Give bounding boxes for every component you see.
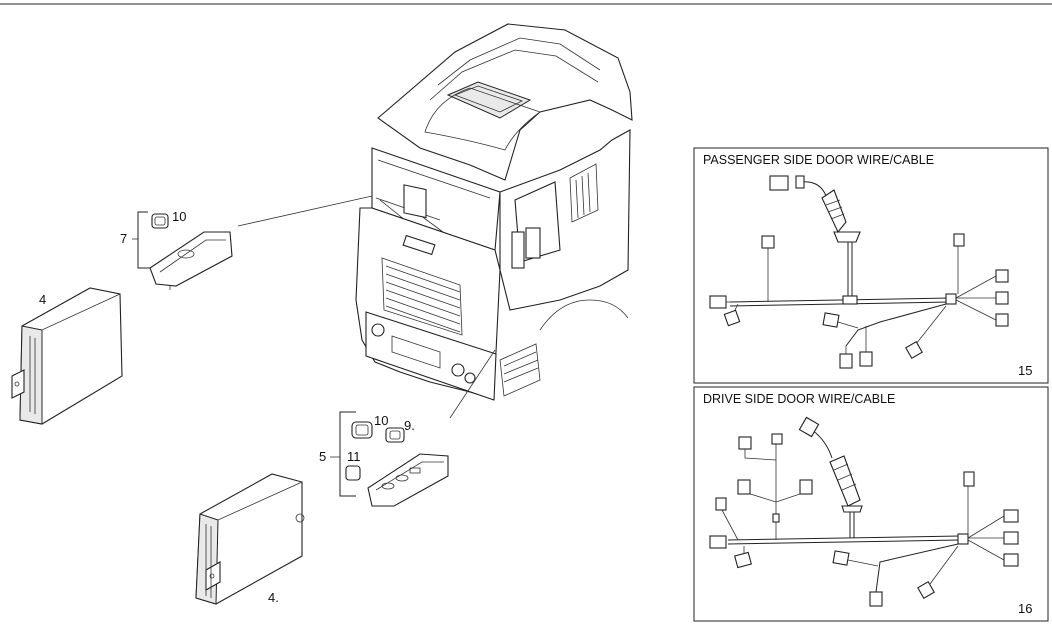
callout-4-upper: 4	[39, 292, 46, 307]
part-4-module-upper	[11, 287, 123, 425]
callout-9: 9.	[404, 418, 415, 433]
panel-passenger-number: 15	[1018, 363, 1032, 378]
part-4-module-lower	[195, 473, 305, 605]
part-group-7	[137, 211, 233, 290]
leader-line-upper	[237, 195, 373, 227]
part-group-5	[339, 411, 449, 507]
callout-7: 7	[120, 231, 127, 246]
panel-passenger-title: PASSENGER SIDE DOOR WIRE/CABLE	[703, 153, 934, 167]
truck-cab-illustration	[355, 23, 633, 401]
panel-passenger-door-wire: PASSENGER SIDE DOOR WIRE/CABLE 15	[693, 147, 1049, 384]
callout-4-lower: 4.	[268, 590, 279, 605]
leader-line-lower	[449, 349, 496, 419]
callout-10-lower: 10	[374, 413, 388, 428]
callout-11: 11	[347, 449, 361, 464]
panel-driver-door-wire: DRIVE SIDE DOOR WIRE/CABLE 16	[693, 386, 1049, 622]
callout-10-upper: 10	[172, 209, 186, 224]
panel-driver-number: 16	[1018, 601, 1032, 616]
callout-5: 5	[319, 449, 326, 464]
panel-driver-title: DRIVE SIDE DOOR WIRE/CABLE	[703, 392, 895, 406]
